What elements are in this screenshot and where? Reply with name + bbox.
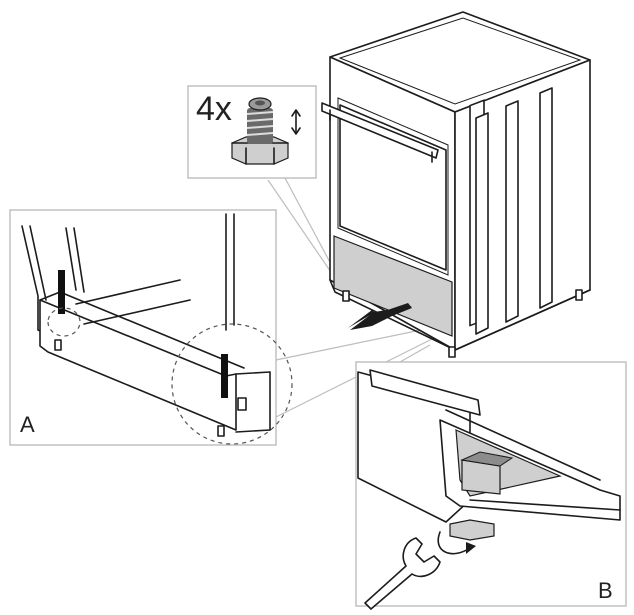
cooker-appliance [321,11,591,358]
pull-direction-arrow-icon [348,303,412,330]
rotate-arrow-icon [437,531,476,555]
leveling-foot-icon [231,97,289,165]
adjust-arrow-icon [291,109,301,135]
wrench-icon [364,537,441,610]
panel-b-label: B [598,578,613,603]
plinth-panel [333,235,453,337]
panel-b-detail-drawing [357,369,621,541]
panel-a-label: A [20,412,35,437]
panel-a-detail-drawing [21,213,293,445]
quantity-label: 4x [196,90,232,128]
